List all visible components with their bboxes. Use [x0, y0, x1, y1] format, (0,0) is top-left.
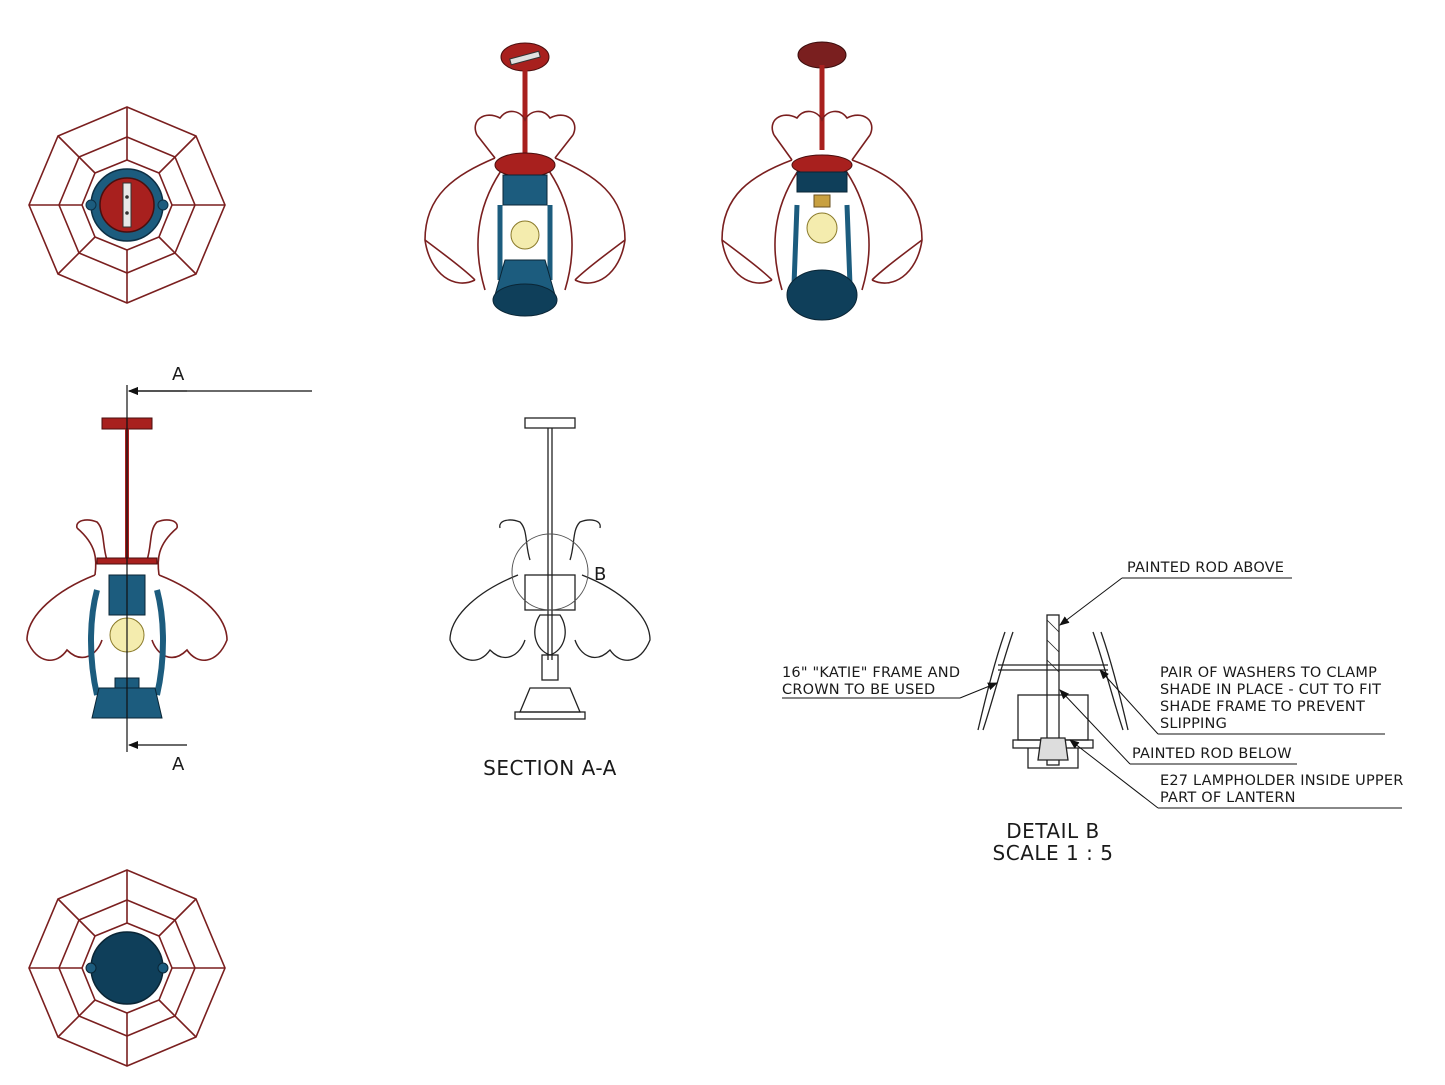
note-lampholder-line1: E27 LAMPHOLDER INSIDE UPPER	[1160, 773, 1404, 789]
detail-scale: SCALE 1 : 5	[992, 841, 1114, 865]
note-washers-line1: PAIR OF WASHERS TO CLAMP	[1160, 665, 1378, 681]
note-frame-line2: CROWN TO BE USED	[782, 682, 936, 698]
section-marker-top: A	[172, 364, 185, 385]
isometric-view-front	[424, 42, 626, 317]
note-washers-line2: SHADE IN PLACE - CUT TO FIT	[1160, 682, 1382, 698]
leader-lines	[782, 577, 1402, 809]
detail-marker: B	[594, 564, 607, 585]
top-view	[28, 106, 226, 304]
note-washers-line3: SHADE FRAME TO PREVENT	[1160, 699, 1366, 715]
note-rod-above: PAINTED ROD ABOVE	[1127, 560, 1285, 576]
note-washers-line4: SLIPPING	[1160, 716, 1228, 732]
section-marker-bottom: A	[172, 754, 185, 775]
front-view	[26, 385, 312, 752]
section-title: SECTION A-A	[483, 756, 617, 780]
bottom-view	[28, 869, 226, 1067]
detail-b	[977, 614, 1129, 769]
section-a-a	[449, 417, 651, 720]
note-frame-line1: 16" "KATIE" FRAME AND	[782, 665, 961, 681]
isometric-view-below	[721, 41, 923, 321]
detail-title: DETAIL B	[1006, 819, 1100, 843]
note-rod-below: PAINTED ROD BELOW	[1132, 746, 1292, 762]
note-lampholder-line2: PART OF LANTERN	[1160, 790, 1296, 806]
